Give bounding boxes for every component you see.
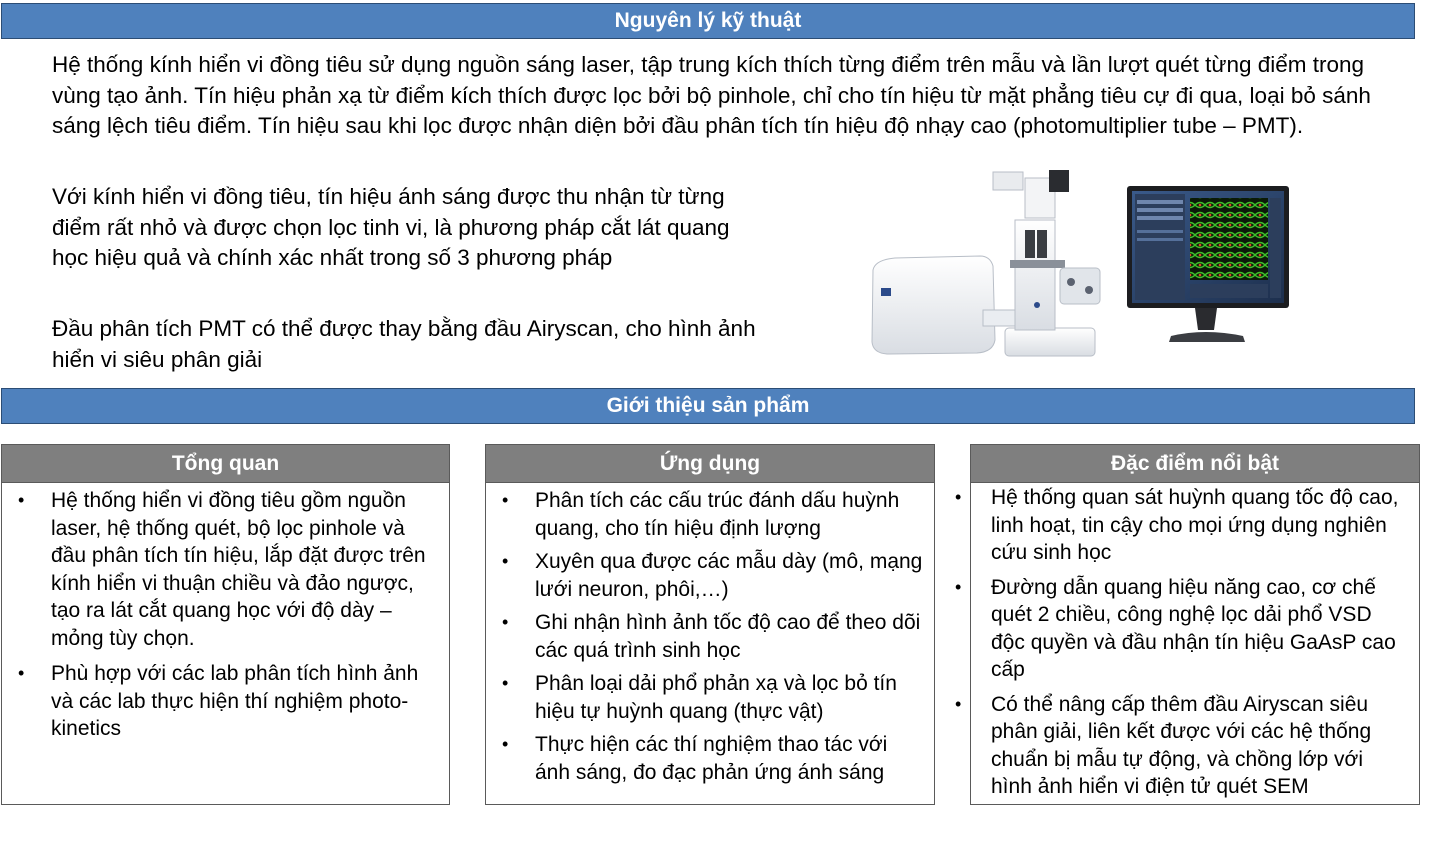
section-title: Giới thiệu sản phẩm (606, 394, 810, 417)
list-item: • Phù hợp với các lab phân tích hình ảnh … (2, 660, 439, 743)
bullet-icon: • (955, 487, 962, 507)
list-item: • Xuyên qua được các mẫu dày (mô, mạng lư… (486, 548, 924, 603)
bullet-icon: • (955, 576, 962, 597)
list-item: • Có thể nâng cấp thêm đầu Airyscan siêu … (955, 691, 1409, 801)
principle-paragraph-1: Hệ thống kính hiển vi đồng tiêu sử dụng … (52, 52, 1371, 138)
list-item-text: Ghi nhận hình ảnh tốc độ cao để theo dõi… (535, 611, 921, 662)
panel-title: Tổng quan (171, 451, 280, 475)
list-item-text: Thực hiện các thí nghiệm thao tác với án… (535, 733, 888, 784)
list-item-text: Phù hợp với các lab phân tích hình ảnh v… (51, 662, 419, 740)
bullet-icon: • (502, 551, 509, 571)
section-banner-principle: Nguyên lý kỹ thuật (1, 3, 1415, 39)
list-item-text: Hệ thống hiển vi đồng tiêu gồm nguồn las… (51, 489, 426, 650)
panel-list: • Phân tích các cấu trúc đánh dấu huỳnh q… (486, 483, 934, 786)
panel-applications: Ứng dụng • Phân tích các cấu trúc đánh dấ… (485, 444, 935, 805)
bullet-icon: • (18, 663, 25, 683)
list-item: • Đường dẫn quang hiệu năng cao, cơ chế q… (955, 574, 1409, 684)
principle-paragraph-3: Đầu phân tích PMT có thể được thay bằng … (52, 316, 756, 372)
principle-paragraph-2: Với kính hiển vi đồng tiêu, tín hiệu ánh… (52, 184, 730, 270)
list-item-text: Phân tích các cấu trúc đánh dấu huỳnh qu… (535, 489, 900, 540)
panel-header: Đặc điểm nổi bật (971, 445, 1419, 483)
panel-title: Ứng dụng (659, 451, 761, 475)
microscope-system-image (871, 170, 1289, 357)
list-item: • Hệ thống hiển vi đồng tiêu gồm nguồn la… (2, 487, 439, 652)
panel-highlights: Đặc điểm nổi bật • Hệ thống quan sát huỳn… (955, 444, 1420, 805)
list-item: • Phân tích các cấu trúc đánh dấu huỳnh q… (486, 487, 924, 542)
list-item-text: Phân loại dải phổ phản xạ và lọc bỏ tín … (535, 672, 897, 723)
list-item-text: Xuyên qua được các mẫu dày (mô, mạng lướ… (535, 550, 923, 601)
section-title: Nguyên lý kỹ thuật (614, 9, 802, 32)
bullet-icon: • (502, 490, 509, 510)
list-item: • Phân loại dải phổ phản xạ và lọc bỏ tín… (486, 670, 924, 725)
panel-list: • Hệ thống hiển vi đồng tiêu gồm nguồn la… (2, 483, 449, 743)
bullet-icon: • (955, 693, 962, 714)
panel-header: Ứng dụng (486, 445, 934, 483)
panel-title: Đặc điểm nổi bật (1110, 451, 1280, 475)
panel-overview: Tổng quan • Hệ thống hiển vi đồng tiêu gồ… (1, 444, 450, 805)
bullet-icon: • (18, 490, 25, 510)
list-item: • Ghi nhận hình ảnh tốc độ cao để theo dõ… (486, 609, 924, 664)
panel-header: Tổng quan (2, 445, 449, 483)
bullet-icon: • (502, 734, 509, 754)
list-item: • Hệ thống quan sát huỳnh quang tốc độ ca… (955, 484, 1409, 567)
bullet-icon: • (502, 673, 509, 693)
list-item-text: Đường dẫn quang hiệu năng cao, cơ chế qu… (991, 575, 1396, 682)
bullet-icon: • (502, 612, 509, 632)
list-item-text: Hệ thống quan sát huỳnh quang tốc độ cao… (991, 486, 1399, 564)
section-banner-products: Giới thiệu sản phẩm (1, 388, 1415, 424)
list-item-text: Có thể nâng cấp thêm đầu Airyscan siêu p… (991, 692, 1372, 799)
panel-list: • Hệ thống quan sát huỳnh quang tốc độ ca… (955, 483, 1419, 801)
list-item: • Thực hiện các thí nghiệm thao tác với á… (486, 731, 924, 786)
